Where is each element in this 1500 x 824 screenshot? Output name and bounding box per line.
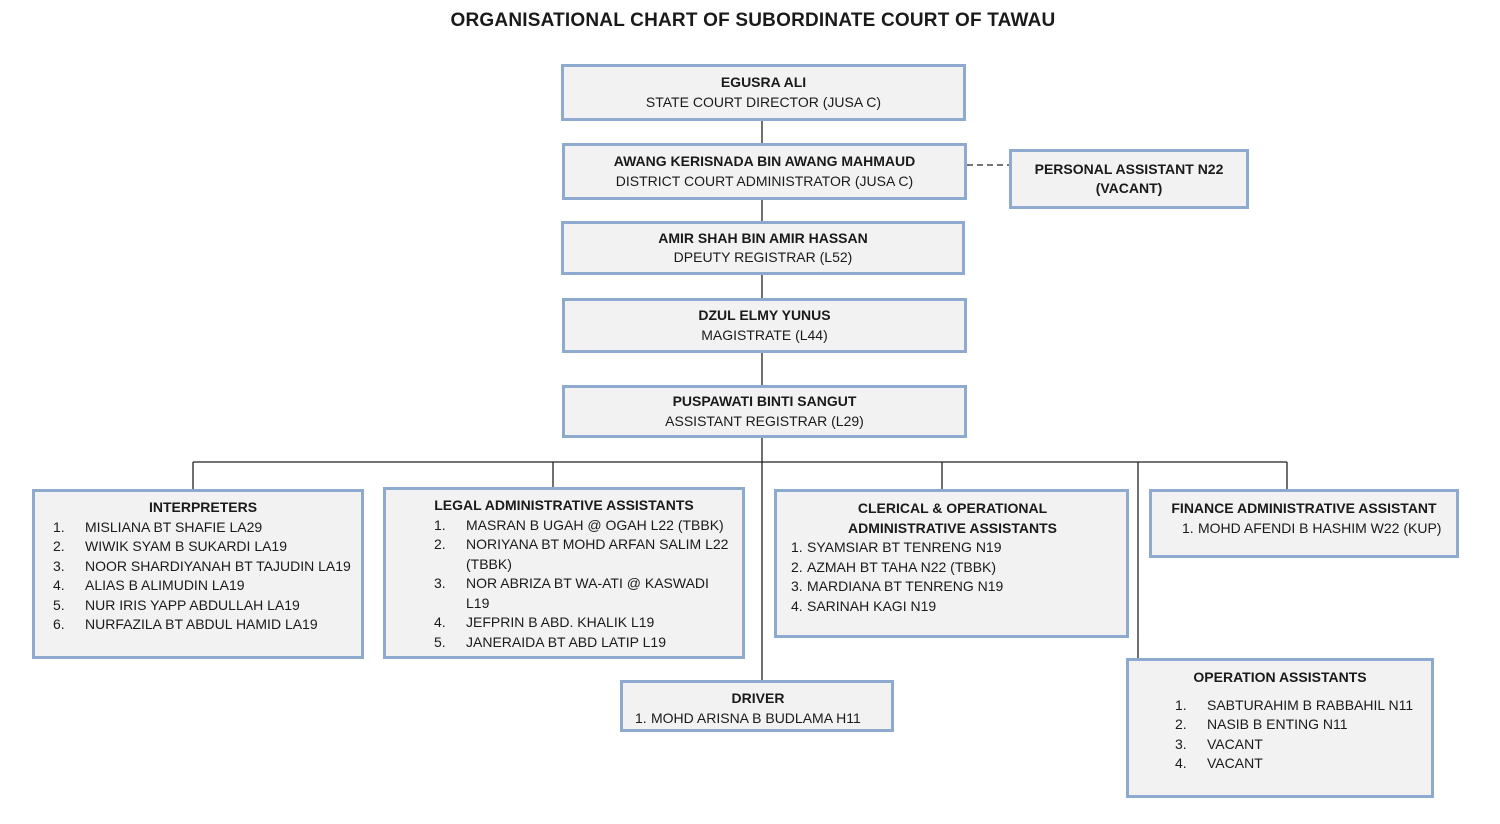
finance-list: 1.MOHD AFENDI B HASHIM W22 (KUP) [1162,519,1446,539]
personal-assistant-title: PERSONAL ASSISTANT N22 [1034,160,1224,177]
list-item: 2.AZMAH BT TAHA N22 (TBBK) [791,558,997,575]
list-item: 1.SYAMSIAR BT TENRENG N19 [791,539,1002,555]
magistrate-role: MAGISTRATE (L44) [701,326,828,343]
list-item: 2.NORIYANA BT MOHD ARFAN SALIM L22 (TBBK… [434,536,729,572]
director-name: EGUSRA ALI [720,74,807,90]
operation-list: 1.SABTURAHIM B RABBAHIL N11 2.NASIB B EN… [1175,696,1421,774]
driver-box: DRIVER 1.MOHD ARISNA B BUDLAMA H11 [620,680,894,732]
district-administrator-name: AWANG KERISNADA BIN AWANG MAHMAUD [613,153,916,169]
list-item: 1.SABTURAHIM B RABBAHIL N11 [1175,696,1414,713]
legal-admin-title: LEGAL ADMINISTRATIVE ASSISTANTS [434,497,694,513]
list-item: 3.NOOR SHARDIYANAH BT TAJUDIN LA19 [53,557,351,574]
district-administrator-role: DISTRICT COURT ADMINISTRATOR (JUSA C) [615,172,914,189]
magistrate-name: DZUL ELMY YUNUS [698,307,831,323]
list-item: 2.WIWIK SYAM B SUKARDI LA19 [53,538,288,554]
clerical-box: CLERICAL & OPERATIONAL ADMINISTRATIVE AS… [774,489,1129,638]
list-item: 1.MOHD ARISNA B BUDLAMA H11 [635,709,861,726]
list-item: 5.NUR IRIS YAPP ABDULLAH LA19 [53,596,300,613]
operation-box: OPERATION ASSISTANTS 1.SABTURAHIM B RABB… [1126,658,1434,798]
assistant-registrar-box: PUSPAWATI BINTI SANGUT ASSISTANT REGISTR… [562,385,967,438]
director-role: STATE COURT DIRECTOR (JUSA C) [645,93,882,110]
legal-admin-box: LEGAL ADMINISTRATIVE ASSISTANTS 1.MASRAN… [383,487,745,659]
deputy-registrar-name: AMIR SHAH BIN AMIR HASSAN [658,229,868,246]
district-administrator-box: AWANG KERISNADA BIN AWANG MAHMAUD DISTRI… [562,143,967,200]
clerical-title: CLERICAL & OPERATIONAL ADMINISTRATIVE AS… [848,500,1057,536]
finance-box: FINANCE ADMINISTRATIVE ASSISTANT 1.MOHD … [1149,489,1459,558]
driver-list: 1.MOHD ARISNA B BUDLAMA H11 [635,709,881,729]
legal-admin-list: 1.MASRAN B UGAH @ OGAH L22 (TBBK) 2.NORI… [434,516,730,653]
interpreters-title: INTERPRETERS [148,499,258,515]
personal-assistant-status: (VACANT) [1095,180,1163,196]
interpreters-list: 1.MISLIANA BT SHAFIE LA29 2.WIWIK SYAM B… [53,518,353,635]
director-box: EGUSRA ALI STATE COURT DIRECTOR (JUSA C) [561,64,966,121]
clerical-list: 1.SYAMSIAR BT TENRENG N19 2.AZMAH BT TAH… [791,538,1114,616]
deputy-registrar-box: AMIR SHAH BIN AMIR HASSAN DPEUTY REGISTR… [561,221,965,275]
magistrate-box: DZUL ELMY YUNUS MAGISTRATE (L44) [562,298,967,353]
assistant-registrar-name: PUSPAWATI BINTI SANGUT [672,393,857,409]
list-item: 4.ALIAS B ALIMUDIN LA19 [53,577,245,593]
list-item: 1.MOHD AFENDI B HASHIM W22 (KUP) [1182,519,1442,536]
list-item: 2.NASIB B ENTING N11 [1175,716,1348,732]
list-item: 4.VACANT [1175,755,1263,771]
driver-title: DRIVER [731,690,785,706]
chart-title: ORGANISATIONAL CHART OF SUBORDINATE COUR… [450,10,1056,31]
assistant-registrar-role: ASSISTANT REGISTRAR (L29) [665,412,864,429]
list-item: 3.NOR ABRIZA BT WA-ATI @ KASWADI L19 [434,575,709,611]
list-item: 4.JEFPRIN B ABD. KHALIK L19 [434,614,655,630]
list-item: 5.JANERAIDA BT ABD LATIP L19 [434,633,666,650]
list-item: 1.MASRAN B UGAH @ OGAH L22 (TBBK) [434,516,724,533]
list-item: 6.NURFAZILA BT ABDUL HAMID LA19 [53,616,318,632]
list-item: 3.VACANT [1175,735,1263,752]
operation-title: OPERATION ASSISTANTS [1193,669,1367,685]
list-item: 1.MISLIANA BT SHAFIE LA29 [53,518,263,535]
list-item: 4.SARINAH KAGI N19 [791,597,937,614]
list-item: 3.MARDIANA BT TENRENG N19 [791,578,1004,594]
deputy-registrar-role: DPEUTY REGISTRAR (L52) [673,249,853,265]
finance-title: FINANCE ADMINISTRATIVE ASSISTANT [1171,500,1437,516]
personal-assistant-box: PERSONAL ASSISTANT N22 (VACANT) [1009,149,1249,209]
interpreters-box: INTERPRETERS 1.MISLIANA BT SHAFIE LA29 2… [32,489,364,659]
